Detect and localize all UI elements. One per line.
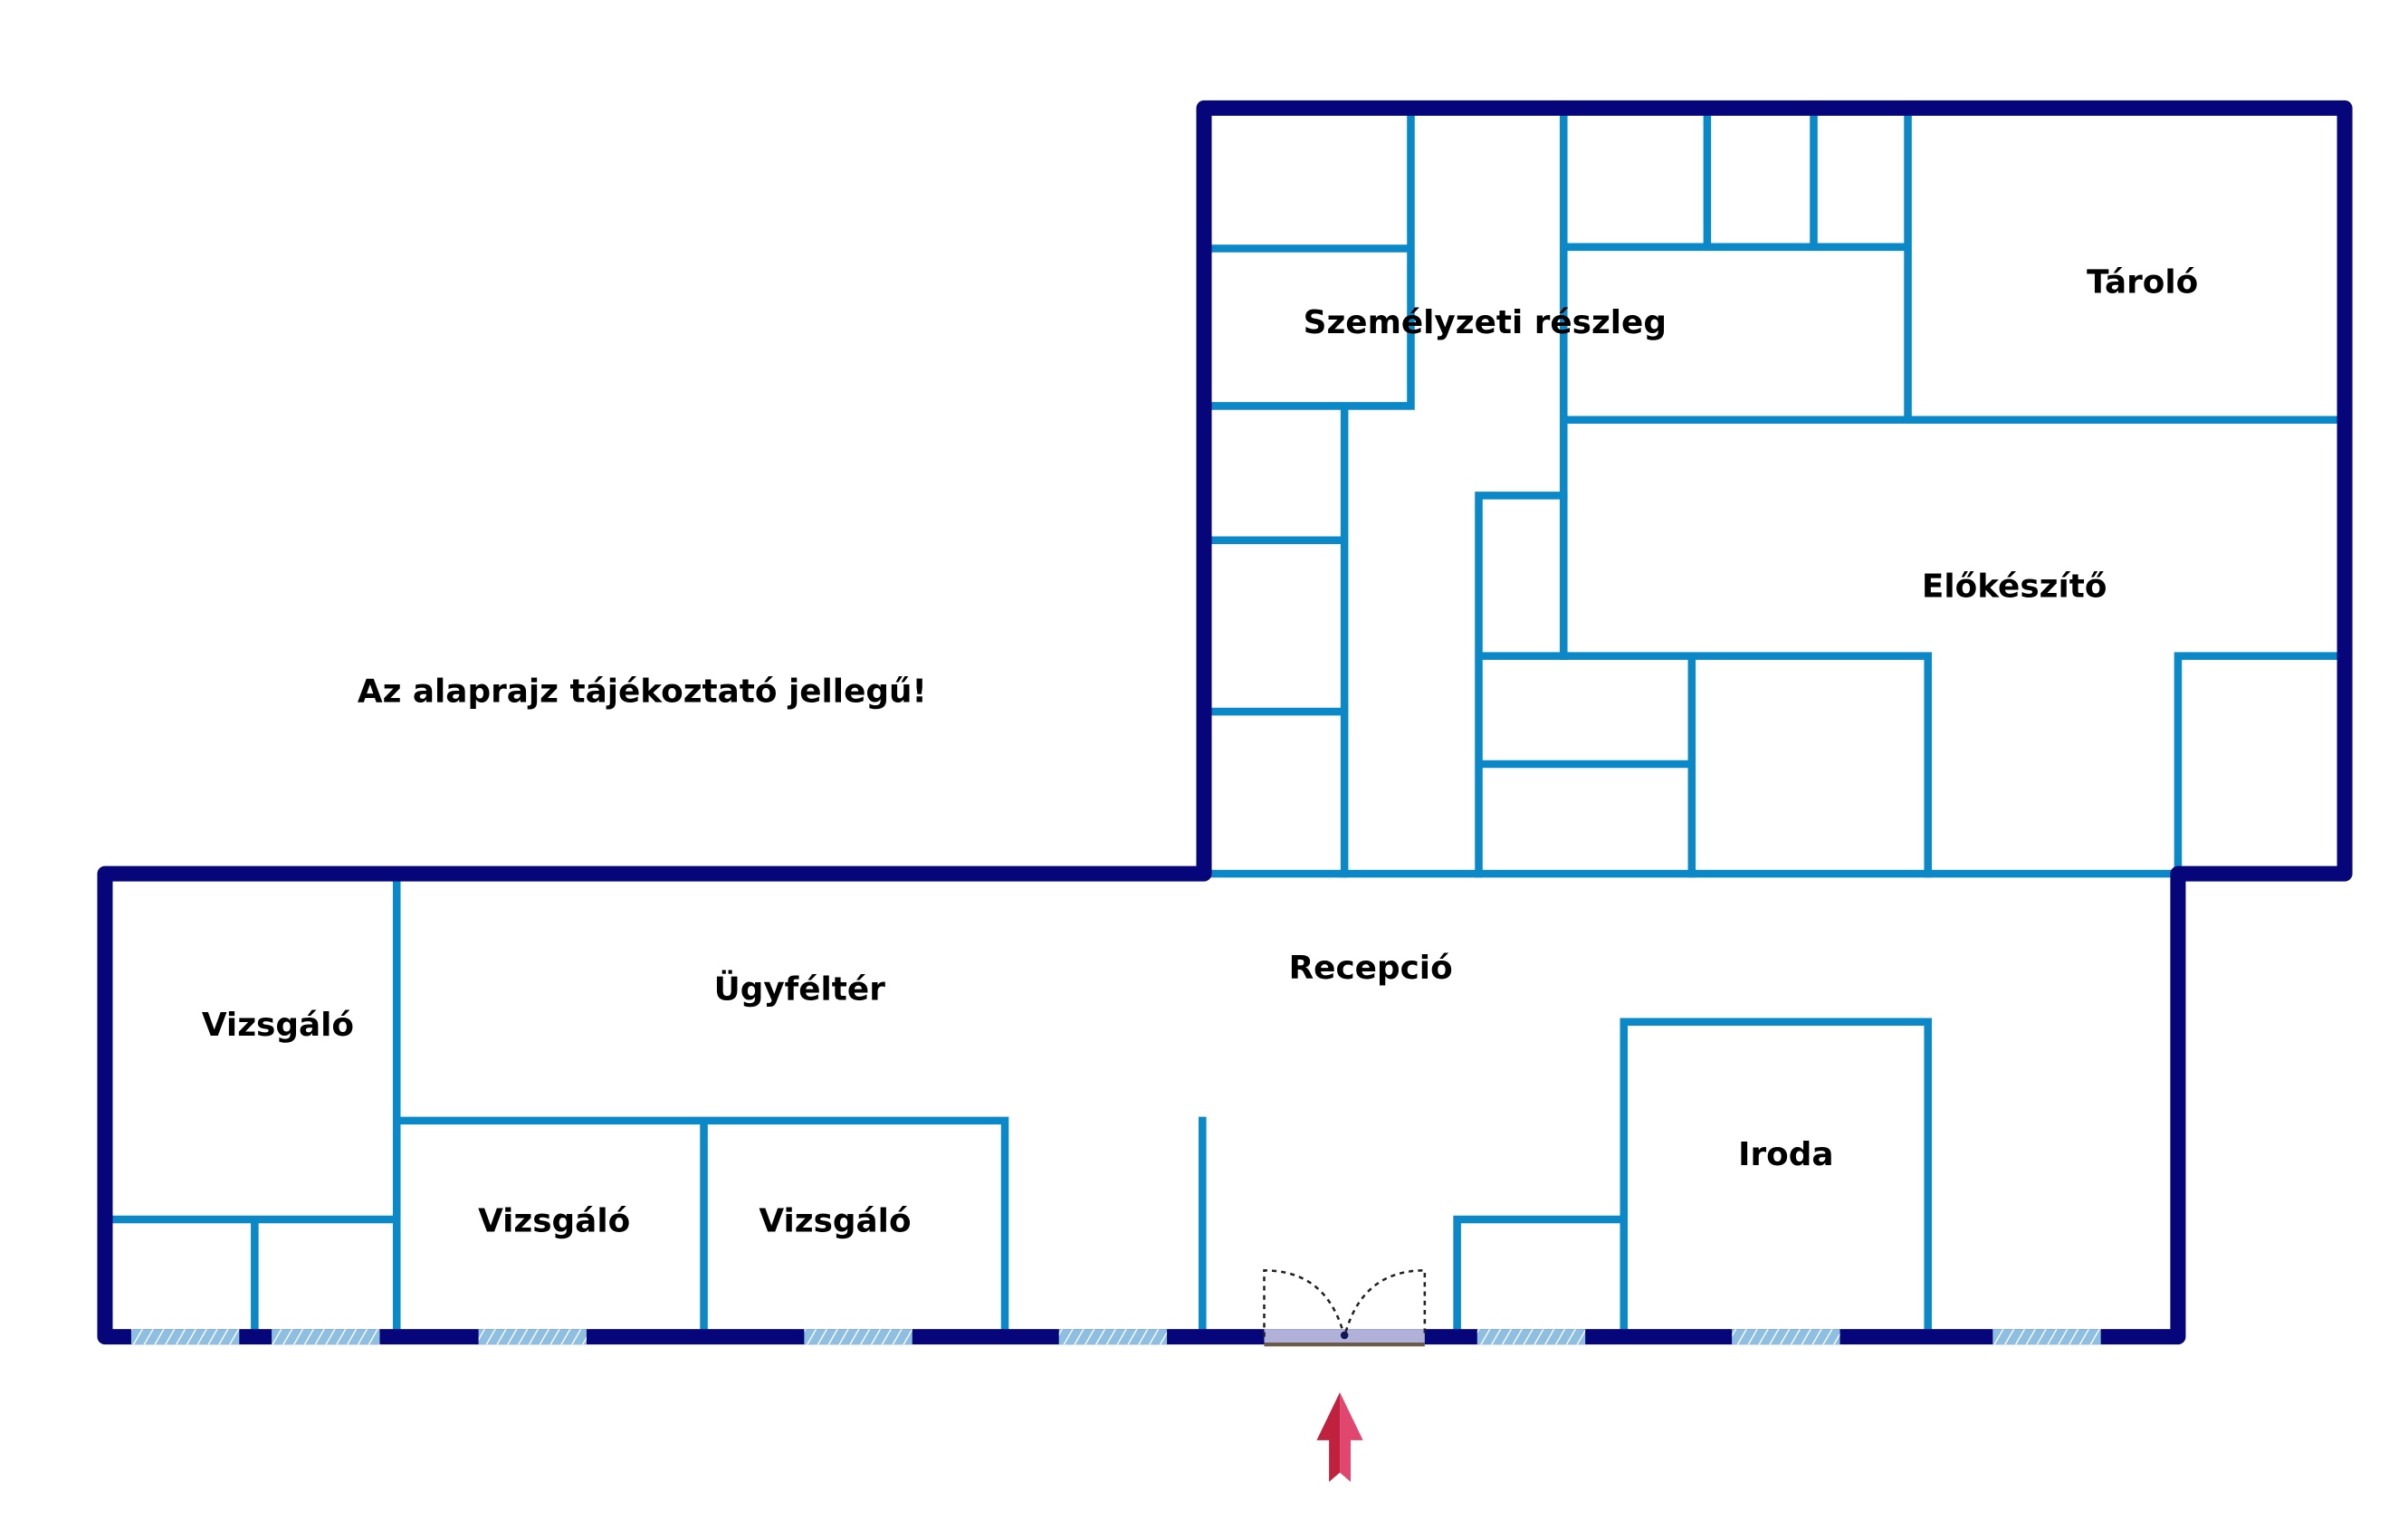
note-text: Az alaprajz tájékoztató jellegű! — [358, 674, 927, 711]
outer-wall — [97, 100, 2353, 1345]
room-label-recepcio: Recepció — [1289, 950, 1453, 987]
window — [804, 1329, 913, 1345]
entrance-door[interactable] — [1263, 1269, 1427, 1347]
window — [1992, 1329, 2101, 1345]
window — [1476, 1329, 1586, 1345]
window — [478, 1329, 587, 1345]
window — [130, 1329, 240, 1345]
room-label-tarolo: Tároló — [2087, 264, 2198, 301]
entrance-arrow-icon — [1316, 1392, 1363, 1482]
room-label-iroda: Iroda — [1738, 1136, 1833, 1173]
room-label-vizsgalo-3: Vizsgáló — [759, 1202, 911, 1239]
room-label-szemelyzeti-reszleg: Személyzeti részleg — [1304, 304, 1667, 341]
window — [1058, 1329, 1168, 1345]
room-labels: Az alaprajz tájékoztató jellegű! Személy… — [202, 264, 2198, 1240]
windows — [130, 1329, 2101, 1345]
room-label-vizsgalo-1: Vizsgáló — [202, 1007, 354, 1044]
inner-walls — [100, 104, 2343, 1341]
room-label-ugyfelter: Ügyféltér — [714, 970, 886, 1008]
window — [1732, 1329, 1840, 1345]
room-label-elokeszito: Előkészítő — [1922, 569, 2107, 606]
room-label-vizsgalo-2: Vizsgáló — [478, 1202, 630, 1239]
window — [272, 1329, 380, 1345]
